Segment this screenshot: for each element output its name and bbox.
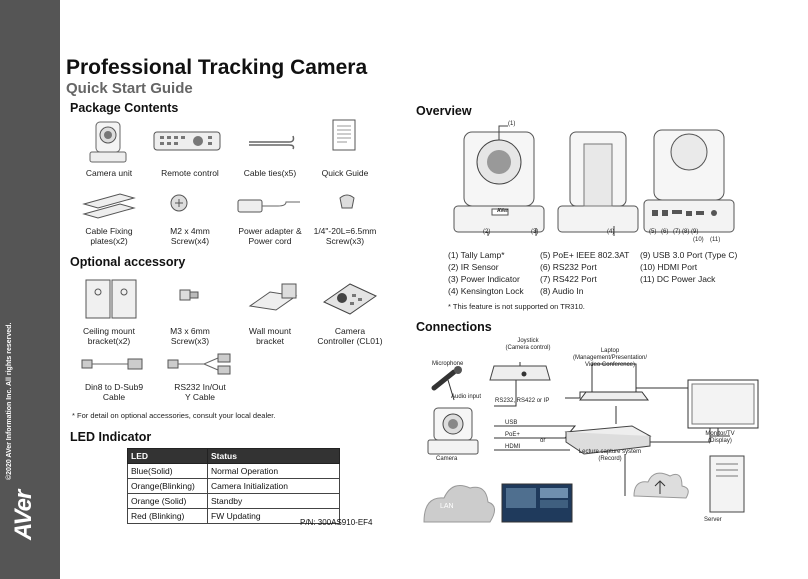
poe-label: PoE+ [505, 432, 520, 438]
status-cell: Standby [207, 493, 340, 509]
item-quick-guide: Quick Guide [321, 168, 369, 178]
item-remote-control: Remote control [161, 168, 219, 178]
feature-item: (7) RS422 Port [540, 274, 597, 284]
front-logo: AVer [497, 208, 509, 214]
callout-11: (11) [710, 237, 721, 243]
led-col-header: LED [127, 448, 208, 464]
sidebar: ©2020 AVer Information Inc. All rights r… [0, 0, 60, 579]
table-row: Orange(Blinking)Camera Initialization [127, 478, 340, 494]
rs232-y-cable-image [167, 353, 231, 375]
power-adapter-image [237, 199, 300, 213]
item-camera-unit: Camera unit [85, 168, 133, 178]
package-heading: Package Contents [70, 101, 179, 115]
optional-note: * For detail on optional accessories, co… [72, 411, 276, 420]
callout-4: (4) [607, 229, 615, 235]
feature-list-3: (9) USB 3.0 Port (Type C) (10) HDMI Port… [640, 249, 737, 285]
led-cell: Orange (Solid) [127, 493, 208, 509]
ceiling-mount-bracket-image [85, 279, 137, 319]
table-row: Orange (Solid)Standby [127, 493, 340, 509]
m2-screw-image [170, 194, 188, 212]
callout-8: (8) [682, 229, 690, 235]
part-number: P/N: 300AS910-EF4 [300, 518, 373, 527]
camera-controller-image [322, 283, 378, 315]
led-cell: Red (Blinking) [127, 508, 208, 524]
wall-mount-bracket-image [248, 283, 298, 311]
status-cell: FW Updating [207, 508, 340, 524]
item-power-adapter: Power adapter & Power cord [238, 226, 302, 246]
item-quarter-inch-screw: 1/4"-20L=6.5mm Screw(x3) [313, 226, 377, 246]
table-row: Red (Blinking)FW Updating [127, 508, 340, 524]
feature-item: (1) Tally Lamp* [448, 250, 505, 260]
connections-heading: Connections [416, 320, 492, 334]
rs-link-label: RS232, RS422 or IP [495, 398, 550, 404]
feature-list-2: (5) PoE+ IEEE 802.3AT (6) RS232 Port (7)… [540, 249, 629, 297]
table-row: Blue(Solid)Normal Operation [127, 463, 340, 479]
camera-unit-image [89, 121, 127, 163]
feature-item: (11) DC Power Jack [640, 274, 716, 284]
remote-control-image [153, 131, 221, 151]
hdmi-label: HDMI [505, 444, 521, 450]
din8-cable-image [81, 358, 143, 370]
feature-list-1: (1) Tally Lamp* (2) IR Sensor (3) Power … [448, 249, 524, 297]
cable-ties-image [249, 135, 295, 150]
usb-label: USB [505, 420, 518, 426]
item-ceiling-mount-bracket: Ceiling mount bracket(x2) [83, 326, 135, 346]
m3-screw-image [179, 289, 199, 301]
microphone-label: Microphone [432, 361, 464, 367]
feature-item: (4) Kensington Lock [448, 286, 524, 296]
joystick-label: Joystick (Camera control) [505, 338, 551, 351]
item-camera-controller: Camera Controller (CL01) [317, 326, 383, 346]
overview-note: * This feature is not supported on TR310… [448, 302, 585, 311]
callout-5: (5) [649, 229, 657, 235]
feature-item: (8) Audio In [540, 286, 584, 296]
callout-9: (9) [691, 229, 699, 235]
status-cell: Normal Operation [207, 463, 340, 479]
callout-3: (3) [531, 229, 539, 235]
page-subtitle: Quick Start Guide [66, 80, 193, 97]
callout-10: (10) [693, 237, 704, 243]
led-table: LED Status Blue(Solid)Normal Operation O… [127, 448, 340, 524]
monitor-label: Monitor/TV (Display) [705, 431, 735, 444]
item-cable-fixing-plates: Cable Fixing plates(x2) [85, 226, 133, 246]
led-cell: Orange(Blinking) [127, 478, 208, 494]
cable-fixing-plates-image [82, 193, 136, 219]
feature-item: (6) RS232 Port [540, 262, 597, 272]
callout-2: (2) [483, 229, 491, 235]
audio-input-label: Audio input [451, 394, 482, 400]
lecture-capture-label: Lecture capture system (Record) [578, 449, 642, 462]
led-table-header: LED Status [127, 448, 340, 464]
page-title: Professional Tracking Camera [66, 56, 368, 79]
item-rs232-y-cable: RS232 In/Out Y Cable [174, 382, 226, 402]
item-m3-screw: M3 x 6mm Screw(x3) [170, 326, 210, 346]
feature-item: (9) USB 3.0 Port (Type C) [640, 250, 738, 260]
callout-6: (6) [661, 229, 669, 235]
camera-label: Camera [436, 456, 458, 462]
copyright-text: ©2020 AVer Information Inc. All rights r… [6, 322, 13, 480]
item-cable-ties: Cable ties(x5) [243, 168, 297, 178]
feature-item: (3) Power Indicator [448, 274, 520, 284]
connections-diagram [423, 362, 759, 523]
quarter-inch-screw-image [339, 194, 355, 209]
or-label: or [540, 438, 546, 444]
item-wall-mount-bracket: Wall mount bracket [248, 326, 292, 346]
aver-logo: AVer [10, 490, 37, 540]
optional-heading: Optional accessory [70, 255, 186, 269]
feature-item: (5) PoE+ IEEE 802.3AT [540, 250, 630, 260]
status-col-header: Status [207, 448, 340, 464]
callout-7: (7) [673, 229, 681, 235]
led-cell: Blue(Solid) [127, 463, 208, 479]
feature-item: (2) IR Sensor [448, 262, 499, 272]
camera-overview-diagram [453, 125, 735, 236]
laptop-label: Laptop (Management/Presentation/ Video C… [572, 348, 648, 368]
lan-label: LAN [440, 503, 454, 510]
feature-item: (10) HDMI Port [640, 262, 698, 272]
led-heading: LED Indicator [70, 430, 152, 444]
item-m2-screw: M2 x 4mm Screw(x4) [170, 226, 210, 246]
status-cell: Camera Initialization [207, 478, 340, 494]
quick-guide-image [332, 119, 356, 151]
item-din8-cable: Din8 to D-Sub9 Cable [84, 382, 144, 402]
overview-heading: Overview [416, 104, 472, 118]
server-label: Server [704, 517, 722, 523]
callout-1: (1) [508, 121, 516, 127]
